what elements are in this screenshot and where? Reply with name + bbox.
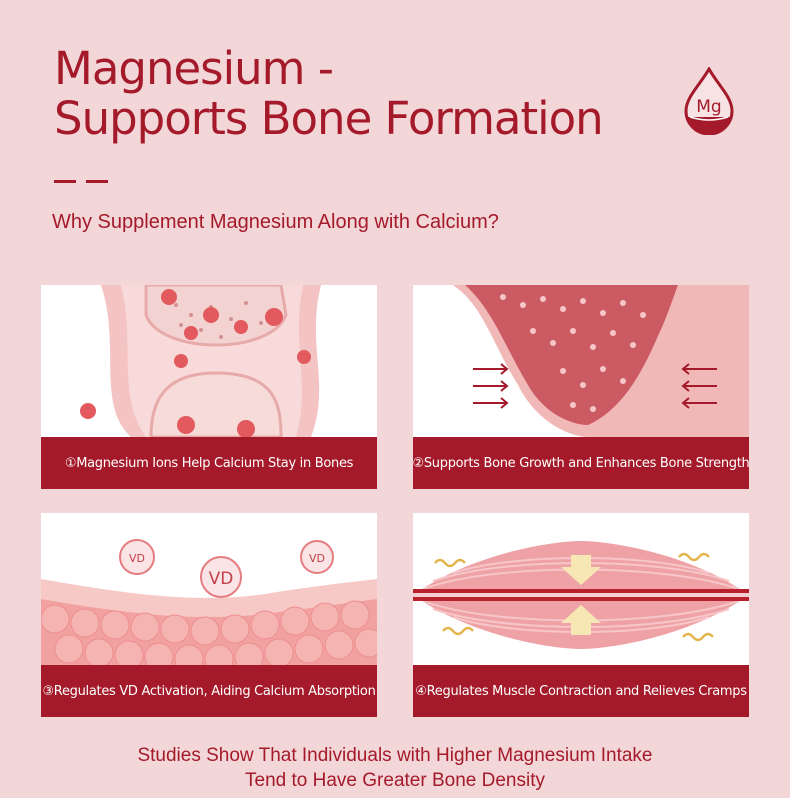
footer-note: Studies Show That Individuals with Highe…: [0, 743, 790, 793]
vd-bubble-label-1: VD: [129, 552, 145, 565]
caption-1: ①Magnesium Ions Help Calcium Stay in Bon…: [41, 437, 377, 489]
cells-illustration-icon: VD VD VD: [41, 539, 377, 665]
card-vd-activation: VD VD VD ③Regulates VD Activation, Aidin…: [41, 513, 377, 717]
subtitle: Why Supplement Magnesium Along with Calc…: [52, 211, 499, 233]
footer-line2: Tend to Have Greater Bone Density: [245, 770, 545, 791]
page-title: Magnesium - Supports Bone Formation: [54, 42, 604, 145]
card-muscle-contraction: ④Regulates Muscle Contraction and Reliev…: [413, 513, 749, 717]
card-calcium-retention: ①Magnesium Ions Help Calcium Stay in Bon…: [41, 285, 377, 489]
footer-line1: Studies Show That Individuals with Highe…: [137, 745, 653, 766]
bone-illustration-icon: [453, 285, 749, 437]
title-underline: [54, 170, 118, 188]
caption-2: ②Supports Bone Growth and Enhances Bone …: [413, 437, 749, 489]
joint-illustration-icon: [80, 285, 321, 437]
mg-drop-icon: Mg: [682, 65, 736, 136]
muscle-illustration-icon: [413, 541, 749, 649]
vd-bubble-label-3: VD: [309, 552, 325, 565]
page-title-line2: Supports Bone Formation: [54, 92, 604, 145]
page-title-line1: Magnesium -: [54, 42, 334, 95]
caption-3: ③Regulates VD Activation, Aiding Calcium…: [41, 665, 377, 717]
card-bone-growth: ②Supports Bone Growth and Enhances Bone …: [413, 285, 749, 489]
caption-4: ④Regulates Muscle Contraction and Reliev…: [413, 665, 749, 717]
mg-label: Mg: [696, 97, 722, 117]
vd-bubble-label-2: VD: [209, 569, 234, 589]
